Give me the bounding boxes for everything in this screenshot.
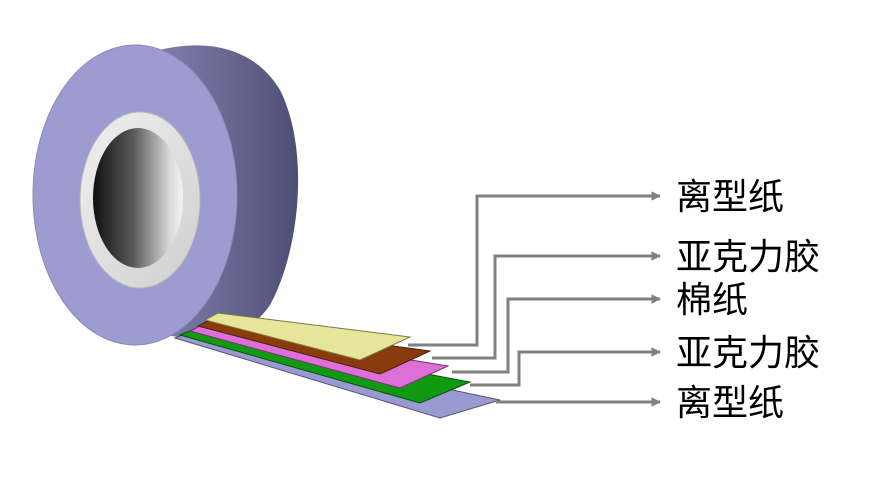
- leader-line-4: [470, 347, 661, 387]
- leader-line-1: [408, 191, 661, 347]
- leader-line-3: [452, 294, 661, 374]
- tape-roll: [32, 44, 299, 346]
- layer-label-1: 离型纸: [676, 177, 784, 218]
- layer-label-5: 离型纸: [676, 383, 784, 424]
- layer-label-3: 棉纸: [676, 280, 748, 321]
- layer-1-strip: [203, 312, 412, 361]
- layer-labels: 离型纸 亚克力胶 棉纸 亚克力胶 离型纸: [676, 177, 820, 424]
- roll-hole: [93, 128, 183, 268]
- layered-strip: [173, 312, 501, 419]
- layer-label-2: 亚克力胶: [676, 237, 820, 278]
- leader-line-2: [432, 251, 661, 360]
- layer-label-4: 亚克力胶: [676, 333, 820, 374]
- leader-lines: [408, 191, 661, 407]
